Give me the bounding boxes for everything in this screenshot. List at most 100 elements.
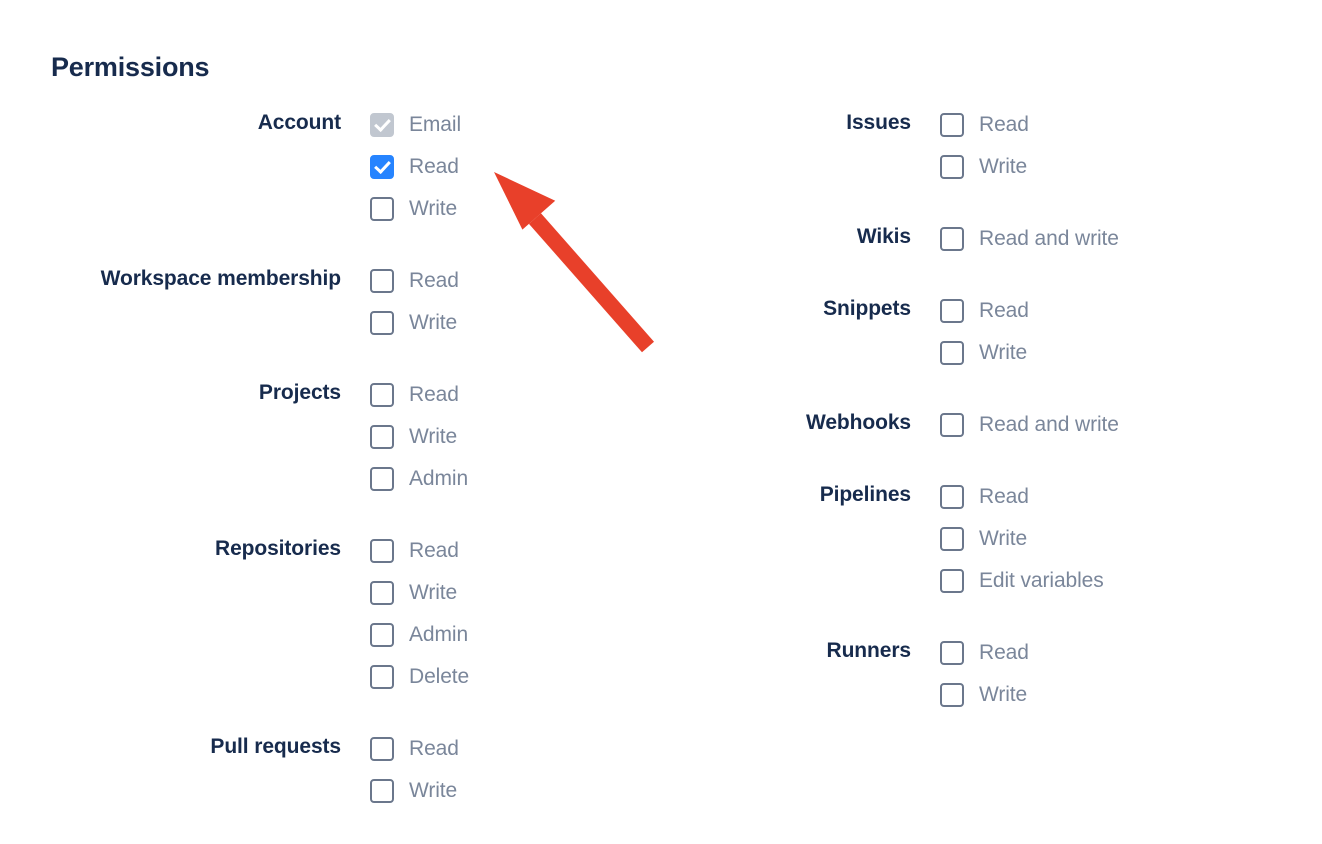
checkmark-icon bbox=[374, 114, 391, 133]
permission-option[interactable]: Read bbox=[370, 260, 459, 302]
checkbox-unchecked-icon[interactable] bbox=[370, 425, 394, 449]
permission-option[interactable]: Email bbox=[370, 104, 461, 146]
page-title: Permissions bbox=[51, 52, 210, 82]
permission-option[interactable]: Edit variables bbox=[940, 560, 1104, 602]
permission-option-label: Read bbox=[409, 269, 459, 292]
permission-group-label: Repositories bbox=[215, 537, 341, 560]
permission-option-label: Write bbox=[979, 155, 1028, 178]
permission-option[interactable]: Delete bbox=[370, 656, 469, 698]
permission-option-label: Read bbox=[409, 383, 459, 406]
checkbox-unchecked-icon[interactable] bbox=[940, 485, 964, 509]
permission-option[interactable]: Read bbox=[370, 146, 461, 188]
permission-option[interactable]: Write bbox=[370, 572, 469, 614]
permission-option[interactable]: Admin bbox=[370, 458, 468, 500]
permission-option[interactable]: Read bbox=[370, 728, 459, 770]
checkbox-unchecked-icon[interactable] bbox=[940, 569, 964, 593]
checkbox-unchecked-icon[interactable] bbox=[940, 683, 964, 707]
permission-option-label: Write bbox=[409, 779, 458, 802]
permission-option-label: Read bbox=[979, 299, 1029, 322]
checkbox-unchecked-icon[interactable] bbox=[940, 341, 964, 365]
permission-option-label: Write bbox=[979, 341, 1028, 364]
permission-option[interactable]: Read and write bbox=[940, 404, 1119, 446]
checkbox-checked-icon[interactable] bbox=[370, 155, 394, 179]
permission-option[interactable]: Read bbox=[940, 104, 1029, 146]
permission-option-label: Read and write bbox=[979, 227, 1119, 250]
permission-option-label: Read bbox=[979, 113, 1029, 136]
permission-option-label: Admin bbox=[409, 623, 469, 646]
permission-option[interactable]: Write bbox=[940, 674, 1029, 716]
permission-options: Read and write bbox=[940, 404, 1119, 446]
permission-group-label: Pipelines bbox=[819, 483, 911, 506]
checkbox-unchecked-icon[interactable] bbox=[940, 527, 964, 551]
permission-option-label: Email bbox=[409, 113, 462, 136]
checkbox-unchecked-icon[interactable] bbox=[370, 269, 394, 293]
checkbox-unchecked-icon[interactable] bbox=[940, 227, 964, 251]
checkbox-unchecked-icon[interactable] bbox=[940, 113, 964, 137]
permission-option[interactable]: Write bbox=[370, 188, 461, 230]
permission-option-label: Write bbox=[409, 425, 458, 448]
permission-option[interactable]: Read bbox=[940, 290, 1029, 332]
checkbox-unchecked-icon[interactable] bbox=[370, 383, 394, 407]
permission-option[interactable]: Write bbox=[940, 146, 1029, 188]
checkbox-unchecked-icon[interactable] bbox=[940, 641, 964, 665]
permission-option[interactable]: Read bbox=[940, 632, 1029, 674]
checkbox-unchecked-icon[interactable] bbox=[940, 413, 964, 437]
permission-group-label: Snippets bbox=[823, 297, 911, 320]
permission-option-label: Read bbox=[409, 539, 459, 562]
permission-group-label: Wikis bbox=[856, 225, 911, 248]
checkbox-unchecked-icon[interactable] bbox=[940, 155, 964, 179]
permission-option-label: Read bbox=[409, 737, 459, 760]
checkbox-unchecked-icon[interactable] bbox=[370, 581, 394, 605]
permission-option[interactable]: Write bbox=[940, 332, 1029, 374]
permission-option[interactable]: Read and write bbox=[940, 218, 1119, 260]
permission-option-label: Write bbox=[409, 197, 458, 220]
permission-option[interactable]: Write bbox=[940, 518, 1104, 560]
checkbox-unchecked-icon[interactable] bbox=[370, 623, 394, 647]
checkbox-unchecked-icon[interactable] bbox=[370, 311, 394, 335]
permission-option[interactable]: Write bbox=[370, 770, 459, 812]
checkbox-unchecked-icon[interactable] bbox=[370, 197, 394, 221]
checkbox-unchecked-icon[interactable] bbox=[370, 737, 394, 761]
permission-option[interactable]: Read bbox=[940, 476, 1104, 518]
permission-group-label: Webhooks bbox=[806, 411, 911, 434]
permission-option[interactable]: Read bbox=[370, 374, 468, 416]
checkbox-unchecked-icon[interactable] bbox=[370, 467, 394, 491]
checkmark-icon bbox=[374, 156, 391, 175]
permission-option[interactable]: Write bbox=[370, 416, 468, 458]
permission-option[interactable]: Read bbox=[370, 530, 469, 572]
permission-group-label: Account bbox=[257, 111, 341, 134]
permission-option-label: Write bbox=[979, 527, 1028, 550]
permission-group-label: Workspace membership bbox=[100, 267, 341, 290]
permission-group-label: Issues bbox=[846, 111, 911, 134]
permission-option-label: Write bbox=[979, 683, 1028, 706]
permission-option-label: Read bbox=[409, 155, 459, 178]
checkbox-disabled-checked-icon bbox=[370, 113, 394, 137]
permission-option[interactable]: Write bbox=[370, 302, 459, 344]
permission-option-label: Write bbox=[409, 581, 458, 604]
permission-group: Wikis Read and write bbox=[660, 218, 1322, 260]
permission-option-label: Read and write bbox=[979, 413, 1119, 436]
checkbox-unchecked-icon[interactable] bbox=[370, 779, 394, 803]
checkbox-unchecked-icon[interactable] bbox=[370, 539, 394, 563]
checkbox-unchecked-icon[interactable] bbox=[940, 299, 964, 323]
checkbox-unchecked-icon[interactable] bbox=[370, 665, 394, 689]
permission-group: Webhooks Read and write bbox=[660, 404, 1322, 446]
permission-option[interactable]: Admin bbox=[370, 614, 469, 656]
